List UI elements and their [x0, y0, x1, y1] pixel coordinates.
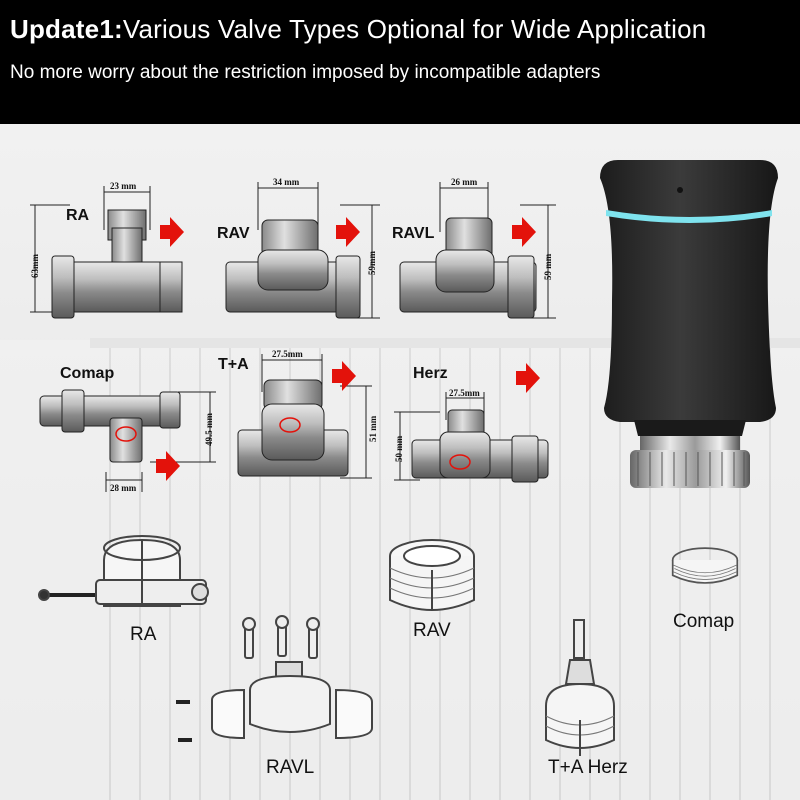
- valve-ravl: [399, 182, 556, 319]
- banner-subtitle: No more worry about the restriction impo…: [10, 62, 601, 83]
- dim-height-herz: 50 mm: [394, 435, 404, 462]
- adapter-ta-herz: [545, 619, 615, 756]
- arrow-ra: [160, 217, 184, 247]
- thermostat-device: [600, 160, 778, 488]
- valve-comap: [39, 389, 216, 492]
- arrow-ravl: [512, 217, 536, 247]
- adapter-label-rav: RAV: [413, 620, 451, 641]
- banner-title-prefix: Update1:: [10, 14, 123, 44]
- dim-height-rav: 59mm: [367, 251, 377, 275]
- dim-height-ravl: 59 mm: [543, 253, 553, 280]
- dim-width-ravl: 26 mm: [451, 177, 478, 187]
- dim-height-comap: 49.5 mm: [204, 413, 214, 446]
- valve-rav: [225, 182, 380, 319]
- valve-label-ra: RA: [66, 207, 90, 224]
- adapter-rav: [389, 539, 475, 611]
- banner-title: Update1:Various Valve Types Optional for…: [10, 14, 706, 45]
- dim-width-ta: 27.5mm: [272, 349, 303, 359]
- adapter-label-comap: Comap: [673, 611, 735, 632]
- adapter-label-ta-herz: T+A Herz: [548, 757, 628, 778]
- banner-title-text: Various Valve Types Optional for Wide Ap…: [122, 14, 707, 44]
- valve-label-comap: Comap: [60, 365, 115, 382]
- dim-height-ra: 63mm: [30, 254, 40, 278]
- valve-label-herz: Herz: [413, 365, 448, 382]
- adapter-label-ravl: RAVL: [266, 757, 315, 778]
- dim-width-comap: 28 mm: [110, 483, 137, 493]
- dim-width-herz: 27.5mm: [449, 388, 480, 398]
- dim-width-rav: 34 mm: [273, 177, 300, 187]
- valve-label-rav: RAV: [217, 225, 250, 242]
- valve-label-ta: T+A: [218, 356, 249, 373]
- valve-ta: [237, 354, 372, 479]
- adapter-ravl: [176, 615, 373, 742]
- adapter-label-ra: RA: [130, 624, 157, 645]
- valve-herz: [394, 392, 549, 483]
- adapter-ra: [38, 535, 209, 607]
- dim-width-ra: 23 mm: [110, 181, 137, 191]
- dim-height-ta: 51 mm: [368, 415, 378, 442]
- header-banner: Update1:Various Valve Types Optional for…: [0, 0, 800, 124]
- valve-label-ravl: RAVL: [392, 225, 435, 242]
- valve-ra: [30, 186, 183, 319]
- arrow-rav: [336, 217, 360, 247]
